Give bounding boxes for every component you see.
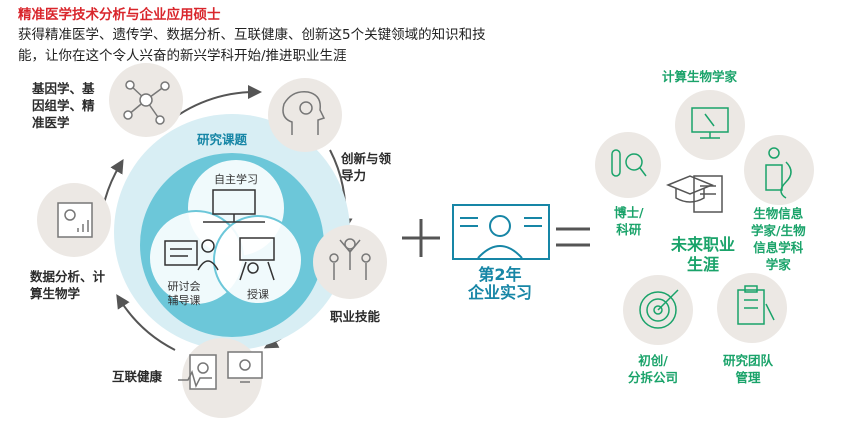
dna-person-icon bbox=[765, 147, 792, 199]
comp-bio-circle bbox=[675, 90, 745, 160]
internship-label-1: 第2年 bbox=[478, 265, 521, 284]
graduation-diploma-icon bbox=[666, 175, 723, 213]
center-title: 研究课题 bbox=[197, 132, 248, 147]
health-monitor-icon bbox=[178, 351, 263, 390]
bioinfo-circle bbox=[744, 135, 814, 205]
clipboard-icon bbox=[737, 285, 775, 325]
data-analysis-label: 数据分析、计算生物学 bbox=[30, 269, 106, 301]
lecture-label: 授课 bbox=[247, 287, 269, 301]
plus-sign bbox=[402, 219, 440, 257]
connected-health-label: 互联健康 bbox=[112, 369, 163, 384]
molecule-icon bbox=[123, 80, 170, 125]
seminar-icon bbox=[164, 239, 219, 271]
subtitle-line-1: 获得精准医学、遗传学、数据分析、互联健康、创新这5个关键领域的知识和技 bbox=[18, 27, 486, 43]
future-career-2: 生涯 bbox=[687, 255, 719, 274]
internship-monitor-icon bbox=[452, 204, 550, 260]
seminar-label-1: 研讨会 bbox=[168, 280, 201, 293]
innovation-head-icon bbox=[282, 91, 326, 135]
phd-label: 博士/科研 bbox=[614, 205, 644, 237]
computer-icon bbox=[203, 189, 265, 223]
target-icon bbox=[639, 289, 679, 329]
chart-document-icon bbox=[57, 202, 93, 238]
people-celebrating-icon bbox=[329, 238, 371, 280]
self-study-label: 自主学习 bbox=[214, 172, 258, 186]
innovation-label: 创新与领导力 bbox=[341, 151, 392, 183]
computer-microscope-icon bbox=[691, 107, 729, 139]
page-title: 精准医学技术分析与企业应用硕士 bbox=[18, 7, 221, 23]
phd-circle bbox=[595, 132, 661, 198]
team-management-label: 研究团队管理 bbox=[723, 353, 774, 385]
lecture-board-icon bbox=[239, 237, 275, 281]
comp-bio-label: 计算生物学家 bbox=[662, 69, 738, 84]
bioinformatics-label: 生物信息学家/生物信息学科学家 bbox=[751, 206, 806, 272]
innovation-circle bbox=[268, 78, 342, 152]
future-career-1: 未来职业 bbox=[670, 235, 735, 254]
career-skills-label: 职业技能 bbox=[330, 309, 381, 324]
internship-label-2: 企业实习 bbox=[467, 283, 532, 302]
seminar-label-2: 辅导课 bbox=[168, 293, 201, 307]
test-tube-icon bbox=[611, 149, 647, 177]
equals-sign bbox=[556, 227, 590, 247]
subtitle-line-2: 能，让你在这个令人兴奋的新兴学科开始/推进职业生涯 bbox=[18, 48, 347, 64]
genomics-label: 基因学、基因组学、精准医学 bbox=[32, 81, 95, 130]
startup-label: 初创/分拆公司 bbox=[628, 353, 679, 385]
